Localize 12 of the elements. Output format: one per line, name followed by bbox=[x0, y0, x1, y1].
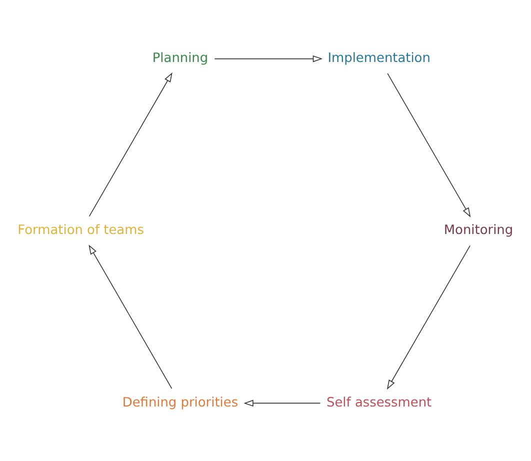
arrow bbox=[88, 244, 172, 388]
arrow bbox=[88, 72, 172, 216]
node-text: Monitoring bbox=[444, 222, 514, 238]
arrow bbox=[214, 54, 323, 62]
arrow bbox=[386, 244, 470, 390]
arrow bbox=[244, 399, 321, 406]
arrow bbox=[387, 72, 471, 217]
node-text: Implementation bbox=[328, 50, 430, 66]
node-text: Planning bbox=[152, 50, 208, 66]
node-text: Self assessment bbox=[326, 394, 432, 410]
node-text: Defining priorities bbox=[122, 394, 238, 410]
node-text: Formation of teams bbox=[18, 222, 144, 238]
